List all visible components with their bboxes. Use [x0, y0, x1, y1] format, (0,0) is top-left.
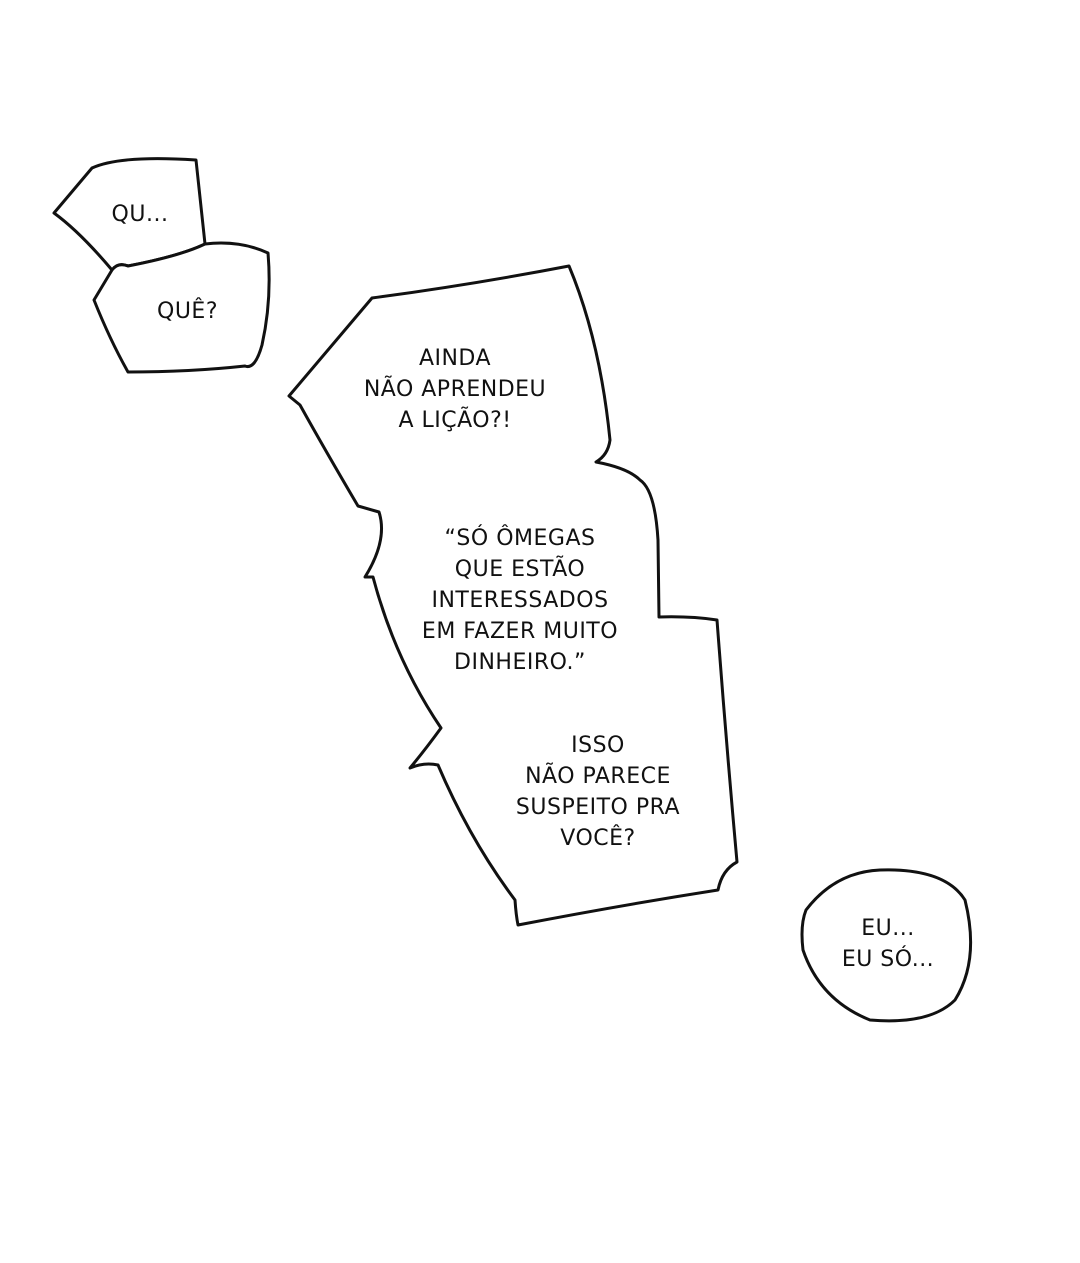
bubble-text-eu: EU... EU SÓ... — [841, 916, 935, 972]
bubble-text-qu: QU... — [111, 202, 169, 227]
bubble-text-isso: ISSO NÃO PARECE SUSPEITO PRA VOCÊ? — [515, 733, 681, 851]
bubble-text-ainda: AINDA NÃO APRENDEU A LIÇÃO?! — [363, 346, 547, 433]
bubble-text-que: QUÊ? — [157, 299, 218, 324]
speech-bubble-main — [287, 264, 739, 927]
speech-bubble-que — [92, 241, 271, 374]
speech-bubble-eu — [800, 868, 973, 1023]
bubble-text-omegas: “SÓ ÔMEGAS QUE ESTÃO INTERESSADOS EM FAZ… — [421, 526, 619, 675]
